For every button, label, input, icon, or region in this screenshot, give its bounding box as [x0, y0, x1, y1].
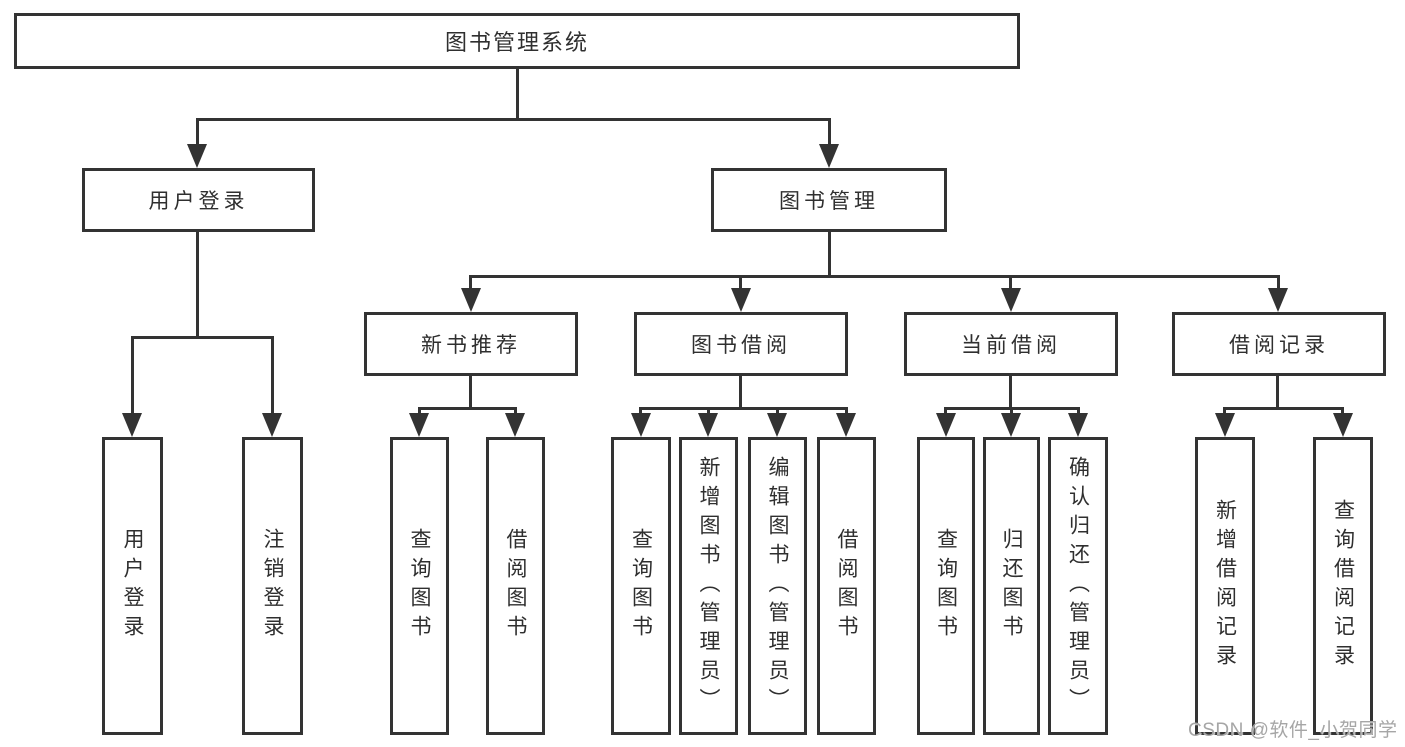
arrowhead-down-icon [631, 413, 651, 437]
arrowhead-down-icon [187, 144, 207, 168]
leaf-query-books: 查询图书 [611, 437, 671, 735]
leaf-edit-books-admin: 编辑图书（管理员） [748, 437, 807, 735]
arrowhead-down-icon [836, 413, 856, 437]
leaf-query-books: 查询图书 [917, 437, 975, 735]
arrow-shaft [828, 118, 831, 146]
arrowhead-down-icon [767, 413, 787, 437]
arrow-shaft [514, 407, 517, 415]
connector-stub [196, 232, 199, 339]
node-new-book-recommend: 新书推荐 [364, 312, 578, 376]
arrow-shaft [845, 407, 848, 415]
arrow-shaft [944, 407, 947, 415]
leaf-add-borrow-record: 新增借阅记录 [1195, 437, 1255, 735]
leaf-query-books: 查询图书 [390, 437, 449, 735]
connector-stub [516, 69, 519, 121]
arrowhead-down-icon [936, 413, 956, 437]
arrowhead-down-icon [698, 413, 718, 437]
node-library-system: 图书管理系统 [14, 13, 1020, 69]
connector-rail [639, 407, 848, 410]
arrow-shaft [1077, 407, 1080, 415]
arrowhead-down-icon [1268, 288, 1288, 312]
arrowhead-down-icon [505, 413, 525, 437]
leaf-user-login: 用户登录 [102, 437, 163, 735]
connector-stub [828, 232, 831, 278]
arrow-shaft [1277, 275, 1280, 290]
arrowhead-down-icon [1001, 413, 1021, 437]
leaf-borrow-books: 借阅图书 [817, 437, 876, 735]
arrowhead-down-icon [1215, 413, 1235, 437]
arrow-shaft [418, 407, 421, 415]
connector-rail [1223, 407, 1344, 410]
arrow-shaft [1009, 275, 1012, 290]
leaf-borrow-books: 借阅图书 [486, 437, 545, 735]
arrowhead-down-icon [122, 413, 142, 437]
node-book-borrow: 图书借阅 [634, 312, 848, 376]
leaf-logout: 注销登录 [242, 437, 303, 735]
arrow-shaft [776, 407, 779, 415]
connector-rail [418, 407, 517, 410]
arrow-shaft [1341, 407, 1344, 415]
arrow-shaft [739, 275, 742, 290]
node-book-management: 图书管理 [711, 168, 947, 232]
arrowhead-down-icon [1068, 413, 1088, 437]
arrow-shaft [639, 407, 642, 415]
arrow-shaft [131, 336, 134, 415]
watermark: CSDN @软件_小贺同学 [1188, 720, 1398, 741]
node-current-borrow: 当前借阅 [904, 312, 1118, 376]
leaf-confirm-return-admin: 确认归还（管理员） [1048, 437, 1108, 735]
arrow-shaft [271, 336, 274, 415]
arrowhead-down-icon [461, 288, 481, 312]
arrowhead-down-icon [819, 144, 839, 168]
leaf-add-books-admin: 新增图书（管理员） [679, 437, 738, 735]
connector-stub [1276, 375, 1279, 410]
arrow-shaft [707, 407, 710, 415]
leaf-query-borrow-record: 查询借阅记录 [1313, 437, 1373, 735]
arrowhead-down-icon [1333, 413, 1353, 437]
arrowhead-down-icon [731, 288, 751, 312]
arrowhead-down-icon [262, 413, 282, 437]
arrowhead-down-icon [1001, 288, 1021, 312]
leaf-return-books: 归还图书 [983, 437, 1040, 735]
connector-rail [196, 118, 831, 121]
connector-rail [469, 275, 1280, 278]
node-user-login: 用户登录 [82, 168, 315, 232]
arrow-shaft [1010, 407, 1013, 415]
connector-rail [131, 336, 274, 339]
connector-stub [1009, 375, 1012, 410]
node-borrow-records: 借阅记录 [1172, 312, 1386, 376]
arrow-shaft [1223, 407, 1226, 415]
arrowhead-down-icon [409, 413, 429, 437]
connector-stub [739, 375, 742, 410]
connector-stub [469, 375, 472, 410]
arrow-shaft [469, 275, 472, 290]
arrow-shaft [196, 118, 199, 146]
